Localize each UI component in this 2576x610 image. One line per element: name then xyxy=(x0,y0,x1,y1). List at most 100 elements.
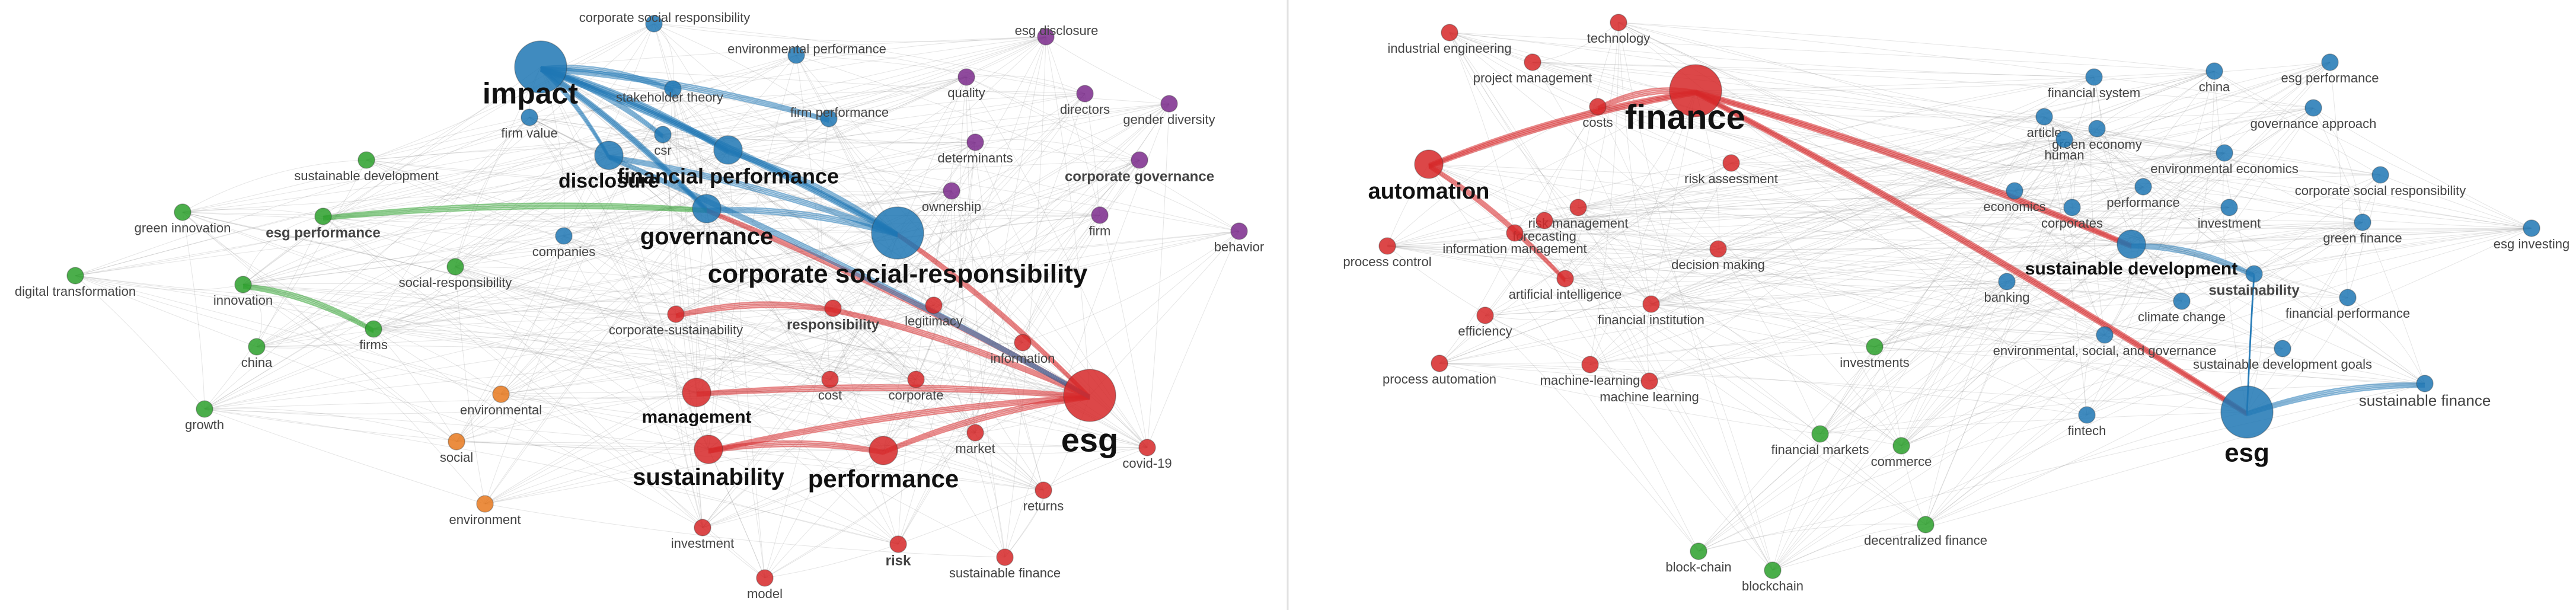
right-node-process-automation[interactable] xyxy=(1431,354,1448,372)
left-node-companies[interactable] xyxy=(555,227,573,245)
right-node-article[interactable] xyxy=(2035,108,2053,126)
right-node-green-finance[interactable] xyxy=(2354,213,2371,231)
right-node-machine-learning[interactable] xyxy=(1581,356,1599,373)
right-node-sustainable-development[interactable] xyxy=(2117,229,2146,259)
right-node-costs[interactable] xyxy=(1589,98,1607,116)
left-node-green-innovation[interactable] xyxy=(174,203,191,221)
left-node-environmental[interactable] xyxy=(492,385,510,403)
right-node-climate-change[interactable] xyxy=(2173,292,2191,310)
left-node-csr[interactable] xyxy=(654,126,672,143)
left-node-esg-disclosure[interactable] xyxy=(1037,28,1055,46)
left-node-corporate-governance[interactable] xyxy=(1131,151,1148,169)
right-node-machine-learning[interactable] xyxy=(1640,372,1658,390)
right-node-china[interactable] xyxy=(2205,62,2223,80)
right-node-environmental-social-and-governance[interactable] xyxy=(2096,326,2114,344)
right-node-sustainability[interactable] xyxy=(2245,265,2263,283)
right-node-governance-approach[interactable] xyxy=(2304,99,2322,117)
right-node-decision-making[interactable] xyxy=(1709,240,1727,258)
edge-forecasting-block-chain xyxy=(1544,220,1699,552)
right-node-risk-management[interactable] xyxy=(1569,199,1587,216)
left-node-firms[interactable] xyxy=(365,320,382,338)
left-node-firm-performance[interactable] xyxy=(820,110,838,127)
right-node-information-management[interactable] xyxy=(1506,224,1524,242)
left-node-corporate-social-responsibility[interactable] xyxy=(871,206,924,260)
right-node-finance[interactable] xyxy=(1669,64,1722,117)
left-node-esg-performance[interactable] xyxy=(314,207,332,225)
right-node-commerce[interactable] xyxy=(1892,437,1910,455)
left-node-risk[interactable] xyxy=(889,535,907,553)
left-node-corporate-sustainability[interactable] xyxy=(667,305,685,323)
right-node-financial-markets[interactable] xyxy=(1811,425,1829,443)
left-node-cost[interactable] xyxy=(821,371,839,388)
left-node-disclosure[interactable] xyxy=(594,140,624,170)
right-node-environmental-economics[interactable] xyxy=(2216,144,2233,162)
left-node-behavior[interactable] xyxy=(1230,222,1248,240)
left-node-social[interactable] xyxy=(448,433,465,451)
right-node-sustainable-development-goals[interactable] xyxy=(2274,340,2291,357)
left-node-investment[interactable] xyxy=(694,519,711,536)
left-node-management[interactable] xyxy=(682,378,711,407)
right-node-risk-assessment[interactable] xyxy=(1722,154,1740,172)
right-node-esg-performance[interactable] xyxy=(2321,53,2339,71)
right-node-fintech[interactable] xyxy=(2078,406,2096,424)
right-node-sustainable-finance[interactable] xyxy=(2416,375,2434,392)
left-node-quality[interactable] xyxy=(957,68,975,86)
left-node-stakeholder-theory[interactable] xyxy=(664,80,682,98)
left-node-esg[interactable] xyxy=(1063,369,1116,422)
right-node-green-economy[interactable] xyxy=(2088,120,2106,138)
left-node-innovation[interactable] xyxy=(234,276,252,293)
right-node-performance[interactable] xyxy=(2134,178,2152,196)
right-node-financial-system[interactable] xyxy=(2085,68,2103,86)
right-node-automation[interactable] xyxy=(1414,149,1444,179)
left-node-social-responsibility[interactable] xyxy=(446,258,464,276)
left-node-legitimacy[interactable] xyxy=(925,296,943,314)
right-node-esg-investing[interactable] xyxy=(2523,219,2540,237)
right-node-blockchain[interactable] xyxy=(1764,561,1782,579)
right-node-artificial-intelligence[interactable] xyxy=(1556,270,1574,288)
left-node-financial-performance[interactable] xyxy=(713,135,743,165)
right-node-investment[interactable] xyxy=(2220,199,2238,216)
left-node-information[interactable] xyxy=(1014,334,1032,352)
left-node-sustainable-finance[interactable] xyxy=(996,548,1014,566)
right-node-industrial-engineering[interactable] xyxy=(1441,24,1458,41)
left-node-directors[interactable] xyxy=(1076,85,1094,103)
left-node-firm[interactable] xyxy=(1091,206,1109,224)
right-node-efficiency[interactable] xyxy=(1476,306,1494,324)
left-node-growth[interactable] xyxy=(196,400,213,418)
left-node-market[interactable] xyxy=(966,424,984,442)
left-node-determinants[interactable] xyxy=(966,133,984,151)
right-node-banking[interactable] xyxy=(1998,273,2016,290)
left-node-china[interactable] xyxy=(248,338,266,356)
left-node-sustainability[interactable] xyxy=(694,435,723,464)
right-node-corporates[interactable] xyxy=(2063,199,2081,216)
left-node-responsibility[interactable] xyxy=(824,299,842,317)
right-node-esg[interactable] xyxy=(2220,385,2274,439)
right-node-technology[interactable] xyxy=(1610,14,1627,31)
right-node-investments[interactable] xyxy=(1866,338,1884,356)
left-node-digital-transformation[interactable] xyxy=(66,267,84,285)
left-node-corporate-social-responsibility[interactable] xyxy=(645,15,663,33)
right-node-decentralized-finance[interactable] xyxy=(1917,516,1935,534)
left-node-model[interactable] xyxy=(756,569,774,587)
left-node-governance[interactable] xyxy=(692,194,722,223)
left-node-corporate[interactable] xyxy=(907,371,925,388)
left-node-environment[interactable] xyxy=(476,495,494,513)
left-node-performance[interactable] xyxy=(869,436,898,465)
right-node-corporate-social-responsibility[interactable] xyxy=(2371,166,2389,184)
left-node-environmental-performance[interactable] xyxy=(787,46,805,64)
right-node-financial-performance[interactable] xyxy=(2339,289,2357,306)
right-node-block-chain[interactable] xyxy=(1690,542,1707,560)
right-node-project-management[interactable] xyxy=(1524,53,1541,71)
right-node-financial-institution[interactable] xyxy=(1642,295,1660,313)
right-node-economics[interactable] xyxy=(2006,182,2023,200)
left-node-covid-19[interactable] xyxy=(1138,439,1156,456)
left-node-returns[interactable] xyxy=(1035,481,1052,499)
left-node-gender-diversity[interactable] xyxy=(1160,95,1178,113)
right-node-process-control[interactable] xyxy=(1378,237,1396,255)
right-node-forecasting[interactable] xyxy=(1536,212,1553,229)
left-node-ownership[interactable] xyxy=(943,182,960,200)
left-node-firm-value[interactable] xyxy=(521,108,538,126)
left-node-impact[interactable] xyxy=(514,40,567,94)
left-node-sustainable-development[interactable] xyxy=(357,151,375,169)
right-node-human[interactable] xyxy=(2055,130,2073,148)
